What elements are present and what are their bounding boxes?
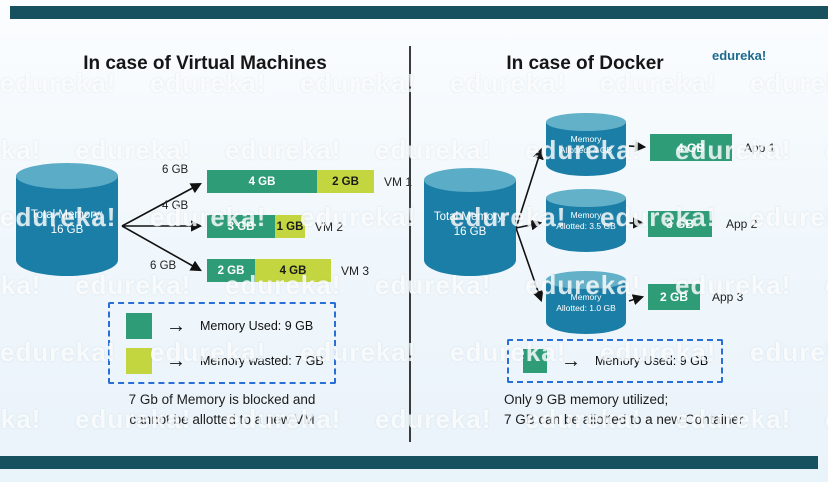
cylinder-top — [546, 113, 626, 131]
docker-section-title: In case of Docker — [506, 53, 664, 74]
cylinder-body — [546, 198, 626, 252]
legend-arrow-icon: → — [561, 350, 581, 372]
app2-memory-box: 3 GB — [648, 211, 712, 237]
docker-caption: Only 9 GB memory utilized; 7 GB can be a… — [504, 392, 744, 427]
vm2-wasted-segment: 1 GB — [275, 215, 305, 238]
vm1-memory-bar: 4 GB 2 GB VM 1 — [207, 170, 412, 193]
vm3-wasted-segment: 4 GB — [255, 259, 331, 282]
vm1-wasted-segment: 2 GB — [317, 170, 374, 193]
vm1-arrow-label: 6 GB — [162, 164, 189, 176]
app1-memory-box: 4 GB — [650, 134, 732, 161]
container1-memory-cylinder: Memory Allotted: 4 GB — [546, 113, 626, 176]
vm3-arrow-label: 6 GB — [150, 260, 177, 272]
vm-caption: 7 Gb of Memory is blocked and cannot be … — [128, 392, 316, 427]
wasted-swatch — [126, 347, 152, 374]
top-chrome-bar — [10, 6, 828, 19]
cylinder-body — [424, 180, 516, 276]
cylinder-top — [16, 163, 118, 189]
cylinder-body — [546, 280, 626, 334]
legend-row-used: → Memory Used: 9 GB — [110, 312, 334, 339]
vm3-used-segment: 2 GB — [207, 259, 255, 282]
legend-used-label: Memory Used: 9 GB — [200, 318, 314, 333]
legend-row-used: → Memory Used: 9 GB — [509, 349, 721, 373]
legend-wasted-label: Memory wasted: 7 GB — [200, 353, 324, 368]
cylinder-top — [546, 189, 626, 207]
app3-label: App 3 — [712, 290, 744, 304]
used-swatch — [523, 349, 547, 373]
vm-legend-box: → Memory Used: 9 GB → Memory wasted: 7 G… — [108, 302, 336, 384]
vm1-used-segment: 4 GB — [207, 170, 317, 193]
vm1-label: VM 1 — [384, 174, 413, 189]
container2-memory-cylinder: Memory Allotted: 3.5 GB — [546, 189, 626, 252]
vm2-used-segment: 3 GB — [207, 215, 275, 238]
container1-allotted-label: Memory Allotted: 4 GB — [559, 134, 613, 155]
edureka-logo: edureka! — [712, 48, 767, 63]
cylinder-top — [546, 271, 626, 289]
vm-total-memory-cylinder: Total Memory: 16 GB — [16, 163, 118, 276]
section-divider — [409, 46, 411, 442]
vm3-memory-bar: 2 GB 4 GB VM 3 — [207, 259, 369, 282]
app1-label: App 1 — [744, 141, 776, 155]
cylinder-body — [16, 176, 118, 276]
container2-allotted-label: Memory Allotted: 3.5 GB — [556, 210, 616, 231]
app3-memory-box: 2 GB — [648, 284, 700, 310]
vm2-arrow-label: 4 GB — [162, 200, 189, 212]
vm2-memory-bar: 3 GB 1 GB VM 2 — [207, 215, 343, 238]
container3-allotted-label: Memory Allotted: 1.0 GB — [556, 292, 616, 313]
legend-arrow-icon: → — [166, 314, 186, 337]
vm3-label: VM 3 — [341, 263, 370, 278]
cylinder-body — [546, 122, 626, 176]
cylinder-top — [424, 168, 516, 192]
legend-used-label: Memory Used: 9 GB — [595, 354, 709, 368]
app2-label: App 2 — [726, 217, 758, 231]
total-memory-label: Total Memory: 16 GB — [30, 209, 104, 236]
container3-memory-cylinder: Memory Allotted: 1.0 GB — [546, 271, 626, 334]
bottom-chrome-bar — [0, 456, 818, 469]
docker-total-memory-cylinder: Total Memory: 16 GB — [424, 168, 516, 276]
used-swatch — [126, 312, 152, 339]
legend-arrow-icon: → — [166, 349, 186, 372]
legend-row-wasted: → Memory wasted: 7 GB — [110, 347, 334, 374]
vm2-label: VM 2 — [315, 219, 344, 234]
total-memory-label: Total Memory: 16 GB — [433, 211, 507, 238]
docker-legend-box: → Memory Used: 9 GB — [507, 339, 723, 383]
vm-section-title: In case of Virtual Machines — [83, 53, 327, 74]
